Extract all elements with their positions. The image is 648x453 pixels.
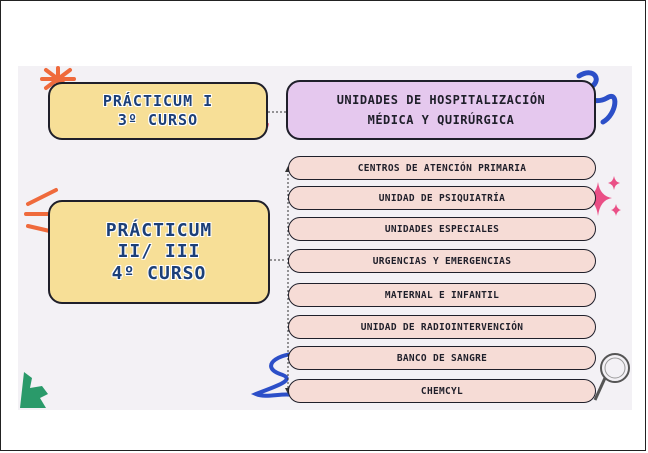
unit-item: CHEMCYL — [288, 379, 596, 403]
leaf-icon — [20, 372, 48, 408]
unit-item: URGENCIAS Y EMERGENCIAS — [288, 249, 596, 273]
unit-label: BANCO DE SANGRE — [396, 352, 488, 364]
hospitalization-box: UNIDADES DE HOSPITALIZACIÓN MÉDICA Y QUI… — [286, 80, 596, 140]
unit-item: UNIDAD DE PSIQUIATRÍA — [288, 186, 596, 210]
hospitalization-line-1: UNIDADES DE HOSPITALIZACIÓN — [336, 92, 546, 107]
practicum-2-3-box: PRÁCTICUM II/ III 4º CURSO — [48, 200, 270, 304]
blue-swirl-icon — [250, 351, 312, 402]
practicum-2-3-course: 4º CURSO — [111, 262, 207, 284]
sparkle-icon — [584, 176, 621, 216]
practicum-1-box: PRÁCTICUM I 3º CURSO — [48, 82, 268, 140]
hospitalization-line-2: MÉDICA Y QUIRÚRGICA — [367, 113, 515, 127]
unit-item: UNIDADES ESPECIALES — [288, 217, 596, 241]
unit-item: UNIDAD DE RADIOINTERVENCIÓN — [288, 315, 596, 339]
practicum-1-title: PRÁCTICUM I — [102, 92, 214, 111]
unit-item: CENTROS DE ATENCIÓN PRIMARIA — [288, 156, 596, 180]
practicum-2-3-numbers: II/ III — [117, 241, 201, 263]
unit-item: BANCO DE SANGRE — [288, 346, 596, 370]
magnifier-icon — [593, 353, 630, 401]
unit-label: CHEMCYL — [420, 385, 464, 397]
unit-label: URGENCIAS Y EMERGENCIAS — [372, 255, 512, 267]
unit-label: CENTROS DE ATENCIÓN PRIMARIA — [357, 162, 527, 174]
unit-label: UNIDAD DE PSIQUIATRÍA — [378, 192, 506, 204]
unit-label: UNIDAD DE RADIOINTERVENCIÓN — [360, 321, 524, 333]
diagram-canvas: PRÁCTICUM I 3º CURSO UNIDADES DE HOSPITA… — [18, 66, 632, 410]
practicum-1-course: 3º CURSO — [117, 111, 199, 129]
unit-item: MATERNAL E INFANTIL — [288, 283, 596, 307]
practicum-2-3-title: PRÁCTICUM — [105, 219, 213, 241]
unit-label: UNIDADES ESPECIALES — [384, 223, 500, 235]
unit-label: MATERNAL E INFANTIL — [384, 289, 500, 301]
